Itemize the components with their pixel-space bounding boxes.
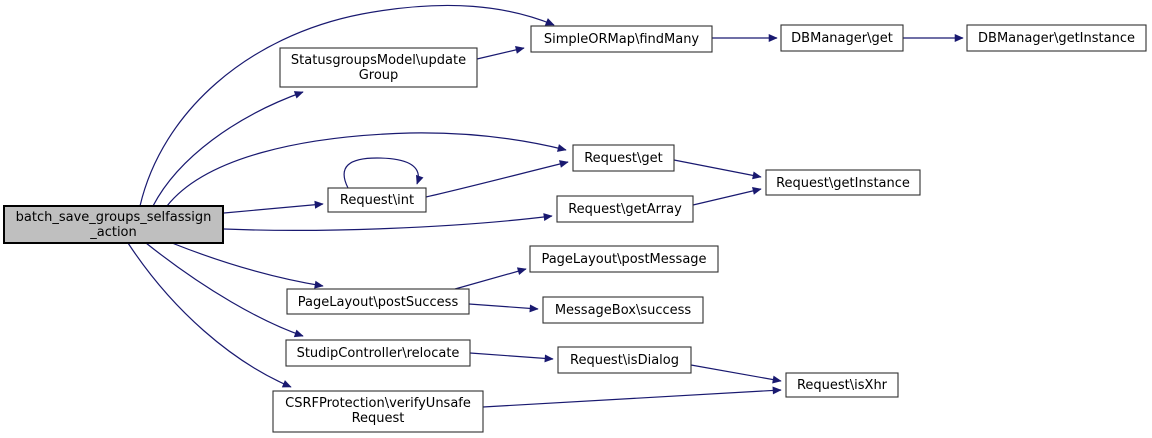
node-pagelayout-postmessage[interactable]: PageLayout\postMessage [529, 245, 719, 273]
node-statusgroupsmodel-updategroup[interactable]: StatusgroupsModel\update Group [279, 47, 478, 88]
edge-main-to-req-get-array [223, 213, 553, 231]
node-batch-save-groups-selfassign-action[interactable]: batch_save_groups_selfassign _action [3, 205, 224, 244]
edge-main-to-csrf [127, 242, 292, 388]
node-label: Request\getInstance [776, 176, 910, 191]
node-label: DBManager\get [791, 31, 893, 46]
edge-csrf-to-is-xhr [482, 386, 782, 408]
node-request-get[interactable]: Request\get [572, 144, 675, 172]
node-pagelayout-postsuccess[interactable]: PageLayout\postSuccess [286, 288, 470, 315]
edge-req-int-to-req-get [425, 160, 569, 198]
node-studipcontroller-relocate[interactable]: StudipController\relocate [285, 339, 471, 367]
edge-req-int-self-loop [343, 157, 424, 189]
edge-update-group-to-find-many [476, 46, 525, 60]
node-label: Request [352, 411, 405, 426]
node-dbmanager-getinstance[interactable]: DBManager\getInstance [966, 24, 1147, 52]
edge-post-success-to-msg-success [468, 303, 539, 313]
node-csrfprotection-verifyunsaferequest[interactable]: CSRFProtection\verifyUnsafe Request [272, 390, 484, 433]
edge-post-success-to-post-message [454, 267, 527, 290]
edges-layer [127, 4, 964, 408]
node-label: StudipController\relocate [297, 346, 460, 361]
node-label: DBManager\getInstance [978, 31, 1135, 46]
node-label: batch_save_groups_selfassign [16, 210, 212, 225]
nodes-layer: batch_save_groups_selfassign _action Sta… [3, 24, 1147, 433]
edge-is-dialog-to-is-xhr [690, 364, 782, 384]
node-request-getarray[interactable]: Request\getArray [556, 195, 694, 223]
edge-req-get-to-req-get-instance [673, 159, 762, 180]
node-simpleormap-findmany[interactable]: SimpleORMap\findMany [530, 25, 713, 53]
edge-relocate-to-is-dialog [469, 352, 554, 363]
node-label: _action [89, 225, 137, 240]
node-label: Request\isXhr [797, 378, 888, 393]
node-request-isxhr[interactable]: Request\isXhr [785, 372, 899, 398]
node-label: Request\getArray [568, 202, 682, 217]
edge-main-to-update-group [152, 91, 304, 207]
node-request-getinstance[interactable]: Request\getInstance [765, 169, 921, 196]
node-request-int[interactable]: Request\int [327, 187, 427, 213]
node-label: Request\isDialog [570, 353, 679, 368]
node-dbmanager-get[interactable]: DBManager\get [780, 24, 904, 52]
node-label: StatusgroupsModel\update [291, 53, 466, 68]
node-messagebox-success[interactable]: MessageBox\success [542, 296, 704, 324]
node-label: Group [359, 68, 399, 83]
node-label: Request\get [584, 151, 663, 166]
node-label: CSRFProtection\verifyUnsafe [285, 396, 471, 411]
edge-main-to-req-get [166, 132, 567, 207]
edge-main-to-post-success [171, 242, 324, 289]
node-label: MessageBox\success [555, 303, 692, 318]
edge-main-to-req-int [223, 200, 324, 214]
node-request-isdialog[interactable]: Request\isDialog [557, 346, 692, 374]
edge-main-to-find-many [139, 4, 555, 207]
node-label: SimpleORMap\findMany [544, 32, 700, 47]
edge-req-get-array-to-req-get-instance [692, 187, 762, 206]
node-label: PageLayout\postSuccess [298, 295, 459, 310]
edge-main-to-relocate [145, 242, 304, 338]
node-label: PageLayout\postMessage [541, 252, 706, 267]
node-label: Request\int [340, 193, 414, 208]
